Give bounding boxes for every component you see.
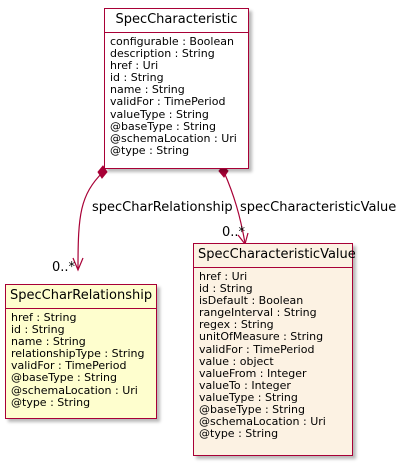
attribute: id : String xyxy=(110,71,164,85)
attribute: id : String xyxy=(199,282,253,296)
composition-spec-char-relationship xyxy=(72,165,108,272)
class-spec-char-relationship: SpecCharRelationship href : String id : … xyxy=(5,284,157,419)
attribute-list: configurable : Boolean description : Str… xyxy=(105,33,248,157)
role-label-spec-char-relationship: specCharRelationship xyxy=(92,200,233,215)
attribute: name : String xyxy=(110,83,185,97)
attribute: @baseType : String xyxy=(11,371,118,385)
attribute: href : String xyxy=(11,311,77,324)
class-spec-characteristic: SpecCharacteristic configurable : Boolea… xyxy=(104,8,249,169)
attribute: value : object xyxy=(199,354,274,368)
attribute: href : Uri xyxy=(199,270,248,283)
composition-diamond xyxy=(97,165,108,179)
attribute: valueType : String xyxy=(110,107,209,121)
class-spec-characteristic-value: SpecCharacteristicValue href : Uri id : … xyxy=(193,243,356,456)
connector-line xyxy=(77,171,104,269)
attribute: valueTo : Integer xyxy=(199,378,291,392)
attribute: relationshipType : String xyxy=(11,347,145,361)
attribute: @schemaLocation : Uri xyxy=(199,415,326,429)
attribute: valueFrom : Integer xyxy=(199,366,307,380)
attribute: name : String xyxy=(11,335,86,349)
attribute: @schemaLocation : Uri xyxy=(11,383,138,397)
attribute: isDefault : Boolean xyxy=(199,294,304,308)
multiplicity-label-spec-char-relationship: 0..* xyxy=(52,260,76,275)
attribute: validFor : TimePeriod xyxy=(110,95,226,109)
class-name: SpecCharacteristic xyxy=(105,9,248,33)
attribute: unitOfMeasure : String xyxy=(199,330,324,344)
class-name: SpecCharacteristicValue xyxy=(194,244,356,268)
attribute-list: href : Uri id : String isDefault : Boole… xyxy=(194,268,352,440)
class-name: SpecCharRelationship xyxy=(6,285,156,309)
attribute: regex : String xyxy=(199,318,274,332)
multiplicity-label-spec-characteristic-value: 0..* xyxy=(222,225,246,240)
attribute: href : Uri xyxy=(110,59,159,73)
attribute: @baseType : String xyxy=(110,119,217,133)
attribute: description : String xyxy=(110,47,215,61)
attribute: @schemaLocation : Uri xyxy=(110,131,237,145)
attribute-list: href : String id : String name : String … xyxy=(6,309,156,409)
attribute: validFor : TimePeriod xyxy=(199,342,315,356)
attribute: validFor : TimePeriod xyxy=(11,359,127,373)
attribute: @type : String xyxy=(199,427,279,441)
connector-line xyxy=(223,171,246,244)
role-label-spec-characteristic-value: specCharacteristicValue xyxy=(240,200,397,215)
attribute: id : String xyxy=(11,323,65,337)
arrow-head xyxy=(72,257,84,272)
attribute: @type : String xyxy=(11,395,91,409)
attribute: valueType : String xyxy=(199,390,298,404)
attribute: @baseType : String xyxy=(199,403,306,417)
attribute: @type : String xyxy=(110,143,190,157)
attribute: configurable : Boolean xyxy=(110,35,234,48)
attribute: rangeInterval : String xyxy=(199,306,317,320)
